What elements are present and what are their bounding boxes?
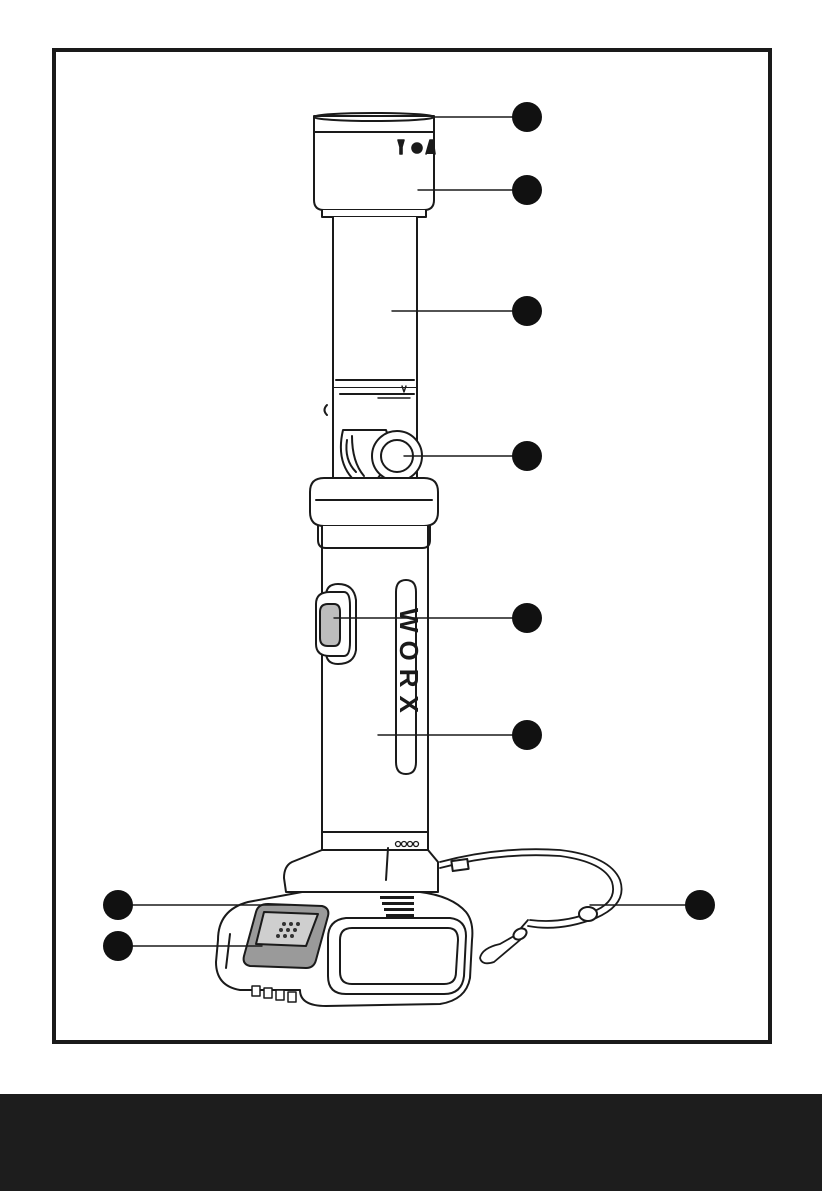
callout-marker [512, 296, 542, 326]
worklight-illustration: WORX [216, 113, 622, 1006]
pivot-joint [325, 386, 423, 484]
battery-base [216, 848, 472, 1006]
callout-marker [685, 890, 715, 920]
callout-marker [512, 102, 542, 132]
light-head [314, 113, 435, 217]
handle: WORX [310, 478, 438, 850]
extension-tube [333, 217, 417, 388]
callout-marker [512, 175, 542, 205]
callout-marker [103, 931, 133, 961]
callout-marker [512, 441, 542, 471]
callout-marker [512, 603, 542, 633]
callout-marker [512, 720, 542, 750]
footer-band [0, 1094, 822, 1191]
brand-lettering: WORX [394, 608, 424, 721]
callout-marker [103, 890, 133, 920]
